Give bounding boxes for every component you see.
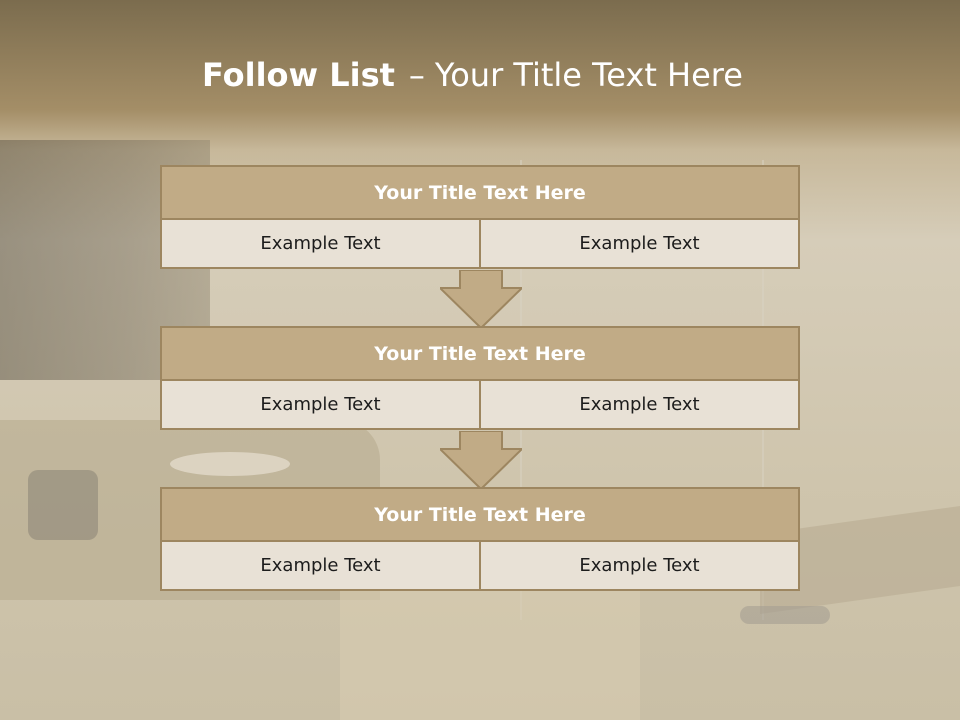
block-cell-right: Example Text xyxy=(479,220,798,267)
slide-title-bold: Follow List xyxy=(202,56,395,94)
block-title: Your Title Text Here xyxy=(160,487,800,542)
list-block: Your Title Text Here Example Text Exampl… xyxy=(160,165,800,269)
background-handle xyxy=(740,606,830,624)
block-cell-left: Example Text xyxy=(260,394,381,415)
block-row: Example Text Example Text xyxy=(160,542,800,591)
block-row: Example Text Example Text xyxy=(160,220,800,269)
background-sink xyxy=(170,452,290,476)
background-jar xyxy=(28,470,98,540)
down-arrow-icon xyxy=(440,431,522,489)
block-cell-left: Example Text xyxy=(260,233,381,254)
slide-title-separator: – xyxy=(408,56,425,94)
block-title: Your Title Text Here xyxy=(160,165,800,220)
block-row: Example Text Example Text xyxy=(160,381,800,430)
block-title: Your Title Text Here xyxy=(160,326,800,381)
list-block: Your Title Text Here Example Text Exampl… xyxy=(160,326,800,430)
background-floor xyxy=(340,590,640,720)
down-arrow-icon xyxy=(440,270,522,328)
block-cell-right: Example Text xyxy=(479,381,798,428)
list-block: Your Title Text Here Example Text Exampl… xyxy=(160,487,800,591)
slide-title-rest: Your Title Text Here xyxy=(434,56,743,94)
block-cell-left: Example Text xyxy=(260,555,381,576)
slide-title: Follow List–Your Title Text Here xyxy=(0,56,945,94)
block-cell-right: Example Text xyxy=(479,542,798,589)
